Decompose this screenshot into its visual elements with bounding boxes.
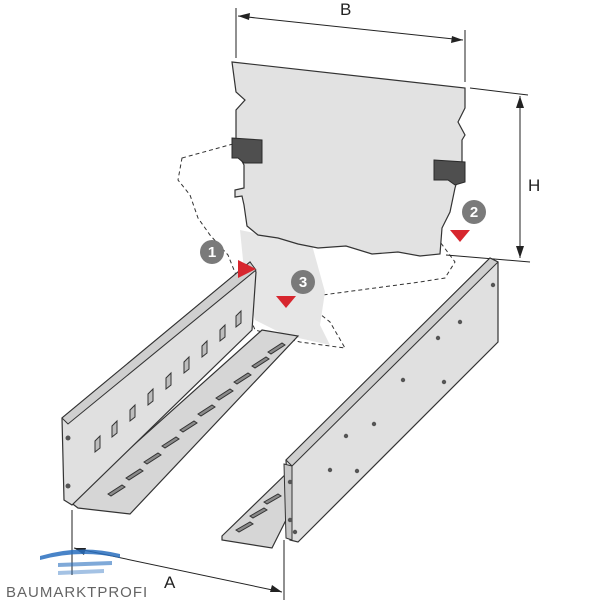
step-badge-1-label: 1 <box>208 244 216 261</box>
step-badge-3-label: 3 <box>299 274 307 291</box>
dimension-h-label: H <box>528 176 540 195</box>
brand-name: BAUMARKTPROFI <box>6 584 148 600</box>
dimension-h: H <box>445 87 540 263</box>
brand-logo-icon <box>40 549 120 575</box>
step-1-marker <box>238 260 256 278</box>
step-badge-2: 2 <box>462 200 486 224</box>
mounting-clip-left <box>231 137 263 164</box>
dimension-b: B <box>235 0 466 82</box>
step-badge-1: 1 <box>200 240 224 264</box>
insert-ghost-outline <box>177 97 456 349</box>
mounting-clip-right <box>433 159 466 186</box>
step-3-marker <box>276 296 296 308</box>
step-badge-3: 3 <box>291 270 315 294</box>
insert-panel <box>231 61 466 257</box>
dimension-a-label: A <box>164 573 176 592</box>
step-2-marker <box>450 230 470 242</box>
dimension-b-label: B <box>340 0 351 19</box>
step-badge-2-label: 2 <box>470 204 478 221</box>
insert-shadow <box>240 230 330 345</box>
left-rail <box>61 261 300 515</box>
brand-watermark: BAUMARKTPROFI <box>6 549 148 600</box>
right-rail <box>221 257 499 549</box>
